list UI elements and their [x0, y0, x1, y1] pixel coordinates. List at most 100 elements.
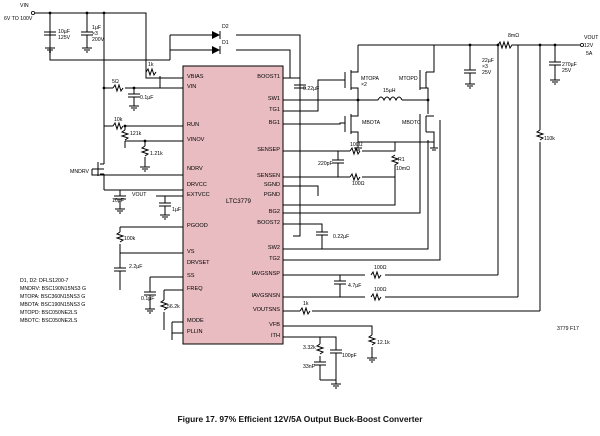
- ic-pin-pgood: PGOOD: [187, 223, 208, 229]
- ic-pin-vbias: VBIAS: [187, 74, 204, 80]
- ic-pin-voutsns: VOUTSNS: [253, 307, 280, 313]
- ic-pin-iavgsnsp: IAVGSNSP: [252, 271, 280, 277]
- d1-symbol: [212, 46, 220, 54]
- lower-left-network: 100k 2.2µF 0.1µF 56.2k: [114, 226, 183, 340]
- vin-label: VIN: [20, 3, 29, 9]
- ic-pin-ndrv: NDRV: [187, 166, 203, 172]
- ic-pin-vin: VIN: [187, 84, 196, 90]
- vout-current: 5A: [586, 51, 593, 57]
- ic-pin-vs: VS: [187, 249, 195, 255]
- d2-symbol: [212, 31, 220, 39]
- ic-pin-boost2: BOOST2: [257, 220, 280, 226]
- run-divider: 10k 121k 1.21k: [104, 117, 183, 163]
- ic-pin-tg2: TG2: [269, 256, 280, 262]
- mtopd-label: MTOPD: [399, 76, 418, 82]
- c-220pf-label: 220pF: [318, 161, 333, 167]
- ic-pin-run: RUN: [187, 122, 199, 128]
- diodes: D2 D1: [169, 24, 301, 237]
- bom-line-6: MBOTC: BSC050NE2LS: [20, 318, 78, 324]
- current-sense: 100Ω 100Ω 220pF R1 10mΩ 0.22µF: [283, 120, 441, 261]
- c-01uf-a-label: 0.1µF: [140, 95, 153, 101]
- ic-left-pins: VBIAS VIN RUN VINOV NDRV DRVCC EXTVCC PG…: [187, 74, 210, 335]
- vout-terminal: [580, 43, 585, 48]
- r-100ohm-b-label: 100Ω: [352, 181, 365, 187]
- ic-pin-sensen: SENSEN: [257, 173, 280, 179]
- mbotc-label: MBOTC: [402, 120, 421, 126]
- power-stage: 0.22µF MTOPA×2 MBOTA 15µH MTOPD MBOTC 22…: [283, 33, 599, 311]
- ic-pin-boost1: BOOST1: [257, 74, 280, 80]
- ic-pin-extvcc: EXTVCC: [187, 192, 210, 198]
- r-110k-label: 110k: [544, 136, 555, 142]
- c-22nf-label: 2.2µF: [129, 264, 142, 270]
- c-47nf-label: 4.7µF: [348, 283, 361, 289]
- vin-filter: 5Ω 1k 0.1µF: [102, 62, 183, 103]
- r-100k-label: 100k: [124, 236, 136, 242]
- ic-pin-freq: FREQ: [187, 286, 203, 292]
- d2-label: D2: [222, 24, 229, 30]
- c-01uf-b-label: 0.1µF: [141, 296, 154, 302]
- vin-terminal: [30, 10, 35, 15]
- r-10k-label: 10k: [114, 117, 123, 123]
- vout-label: VOUT: [584, 35, 599, 41]
- r-332k-label: 3.32k: [303, 345, 316, 351]
- ic-pin-sw1: SW1: [268, 96, 280, 102]
- bom-line-3: MTOPA: BSC360N15NS3 G: [20, 294, 85, 300]
- ic-pin-drvset: DRVSET: [187, 260, 210, 266]
- c-100pf-label: 100pF: [342, 353, 357, 359]
- d1-label: D1: [222, 40, 229, 46]
- vout-node-label: VOUT: [132, 192, 147, 198]
- bom-line-4: MBOTA: BSC190N15NS3 G: [20, 302, 85, 308]
- bom-line-2: MNDRV: BSC190N15NS3 G: [20, 286, 86, 292]
- avg-sense: 100Ω 100Ω 4.7µF 1k 12.1k 3.32k 33nF 100p…: [283, 265, 579, 380]
- r-100ohm-c-label: 100Ω: [374, 265, 387, 271]
- c-10uf-label: 10µF: [112, 198, 124, 204]
- c-1uf-label: 1µF: [172, 207, 181, 213]
- c-022uf-b-label: 0.22µF: [333, 234, 349, 240]
- ic-pin-bg1: BG1: [269, 120, 280, 126]
- r-8mohm-label: 8mΩ: [508, 33, 519, 39]
- bom-line-5: MTOPD: BSC050NE2LS: [20, 310, 78, 316]
- vin-range: 6V TO 100V: [4, 16, 33, 22]
- r-100ohm-d-label: 100Ω: [374, 287, 387, 293]
- ic-pin-ith: ITH: [271, 333, 280, 339]
- l-15uh-label: 15µH: [383, 88, 396, 94]
- mtopa-label: MTOPA×2: [361, 76, 380, 88]
- ic-right-pins: BOOST1 SW1 TG1 BG1 SENSEP SENSEN SGND PG…: [252, 74, 281, 339]
- ic-pin-iavgsnsn: IAVGSNSN: [252, 293, 281, 299]
- ic-pin-vinov: VINOV: [187, 137, 205, 143]
- ic-pin-drvcc: DRVCC: [187, 182, 207, 188]
- ic-pin-pllin: PLLIN: [187, 329, 203, 335]
- r-1k-b-label: 1k: [303, 301, 309, 307]
- mndrv-transistor: MNDRV 10µF VOUT 1µF: [70, 160, 183, 213]
- ic-pin-ss: SS: [187, 273, 195, 279]
- r-100ohm-a-label: 100Ω: [350, 142, 363, 148]
- r-121k-c-label: 12.1k: [377, 340, 390, 346]
- mndrv-label: MNDRV: [70, 169, 89, 175]
- r-121k-b-label: 1.21k: [150, 151, 163, 157]
- ic-name: LTC3779: [226, 198, 252, 205]
- ic-pin-mode: MODE: [187, 318, 204, 324]
- r-121k-label: 121k: [130, 131, 142, 137]
- c-33nf-label: 33nF: [303, 364, 315, 370]
- ground-symbols: [45, 44, 560, 389]
- vout-voltage: 12V: [584, 43, 594, 49]
- ic-pin-sgnd: SGND: [264, 182, 280, 188]
- bom-list: D1, D2: DFLS1200-7 MNDRV: BSC190N15NS3 G…: [20, 278, 86, 324]
- ic-pin-bg2: BG2: [269, 209, 280, 215]
- ic-body: [182, 65, 284, 345]
- ic-pin-pgnd: PGND: [264, 192, 280, 198]
- r1-value: 10mΩ: [396, 166, 410, 172]
- r1-label: R1: [398, 157, 405, 163]
- bom-line-1: D1, D2: DFLS1200-7: [20, 278, 69, 284]
- ic-pin-vfb: VFB: [269, 322, 280, 328]
- figure-caption: Figure 17. 97% Efficient 12V/5A Output B…: [177, 414, 423, 424]
- ic-pin-sw2: SW2: [268, 245, 280, 251]
- c-022uf-a-label: 0.22µF: [303, 86, 319, 92]
- ic-pin-tg1: TG1: [269, 107, 280, 113]
